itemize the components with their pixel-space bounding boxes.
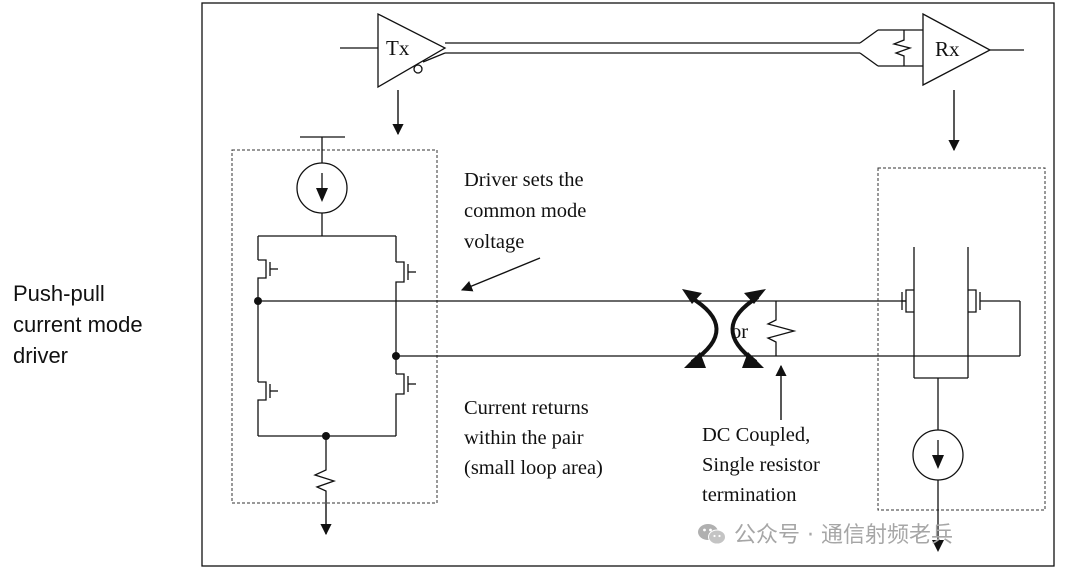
rx-ground-arrow (932, 540, 944, 552)
loop-arrow-head-right-bottom (742, 352, 764, 368)
current-note: Current returns within the pair (small l… (464, 397, 603, 479)
receiver-circuit (901, 247, 1021, 540)
coupling-note-line-3: termination (702, 484, 797, 506)
rx-buffer (922, 12, 1024, 87)
termination-resistor-top (859, 29, 923, 67)
loop-arrow-head-right (744, 289, 766, 304)
rx-label: Rx (935, 37, 960, 61)
coupling-note: DC Coupled, Single resistor termination (702, 424, 825, 506)
side-caption-line-2: current mode (13, 312, 143, 337)
watermark-text: 公众号 · 通信射频老兵 (734, 523, 953, 548)
coupling-note-line-1: DC Coupled, (702, 424, 810, 446)
tx-label: Tx (386, 36, 410, 60)
current-note-line-2: within the pair (464, 427, 584, 449)
driver-note-arrow (460, 257, 541, 292)
side-caption-line-1: Push-pull (13, 281, 105, 306)
driver-circuit (257, 136, 416, 500)
current-source-arrow (316, 188, 328, 202)
driver-box (231, 149, 438, 504)
watermark: 公众号 · 通信射频老兵 (697, 517, 953, 549)
driver-note: Driver sets the common mode voltage (464, 169, 592, 253)
side-caption: Push-pull current mode driver (13, 278, 143, 371)
loop-arrow-head-left (682, 289, 702, 304)
receiver-box (877, 167, 1046, 511)
or-label: or (731, 321, 748, 343)
figure-frame (201, 2, 1055, 567)
rx-current-source-arrow (932, 455, 944, 469)
driver-note-line-1: Driver sets the (464, 169, 584, 191)
driver-note-line-3: voltage (464, 231, 524, 253)
current-note-line-1: Current returns (464, 397, 589, 419)
coupling-note-line-2: Single resistor (702, 454, 820, 476)
node-ground (322, 432, 330, 440)
current-note-line-3: (small loop area) (464, 457, 603, 479)
side-caption-line-3: driver (13, 343, 69, 368)
termination-resistor-middle (766, 301, 797, 356)
loop-arrow-head-left-bottom (684, 352, 706, 368)
driver-note-line-2: common mode (464, 200, 586, 222)
wechat-icon (698, 524, 726, 545)
tx-buffer (340, 12, 860, 89)
